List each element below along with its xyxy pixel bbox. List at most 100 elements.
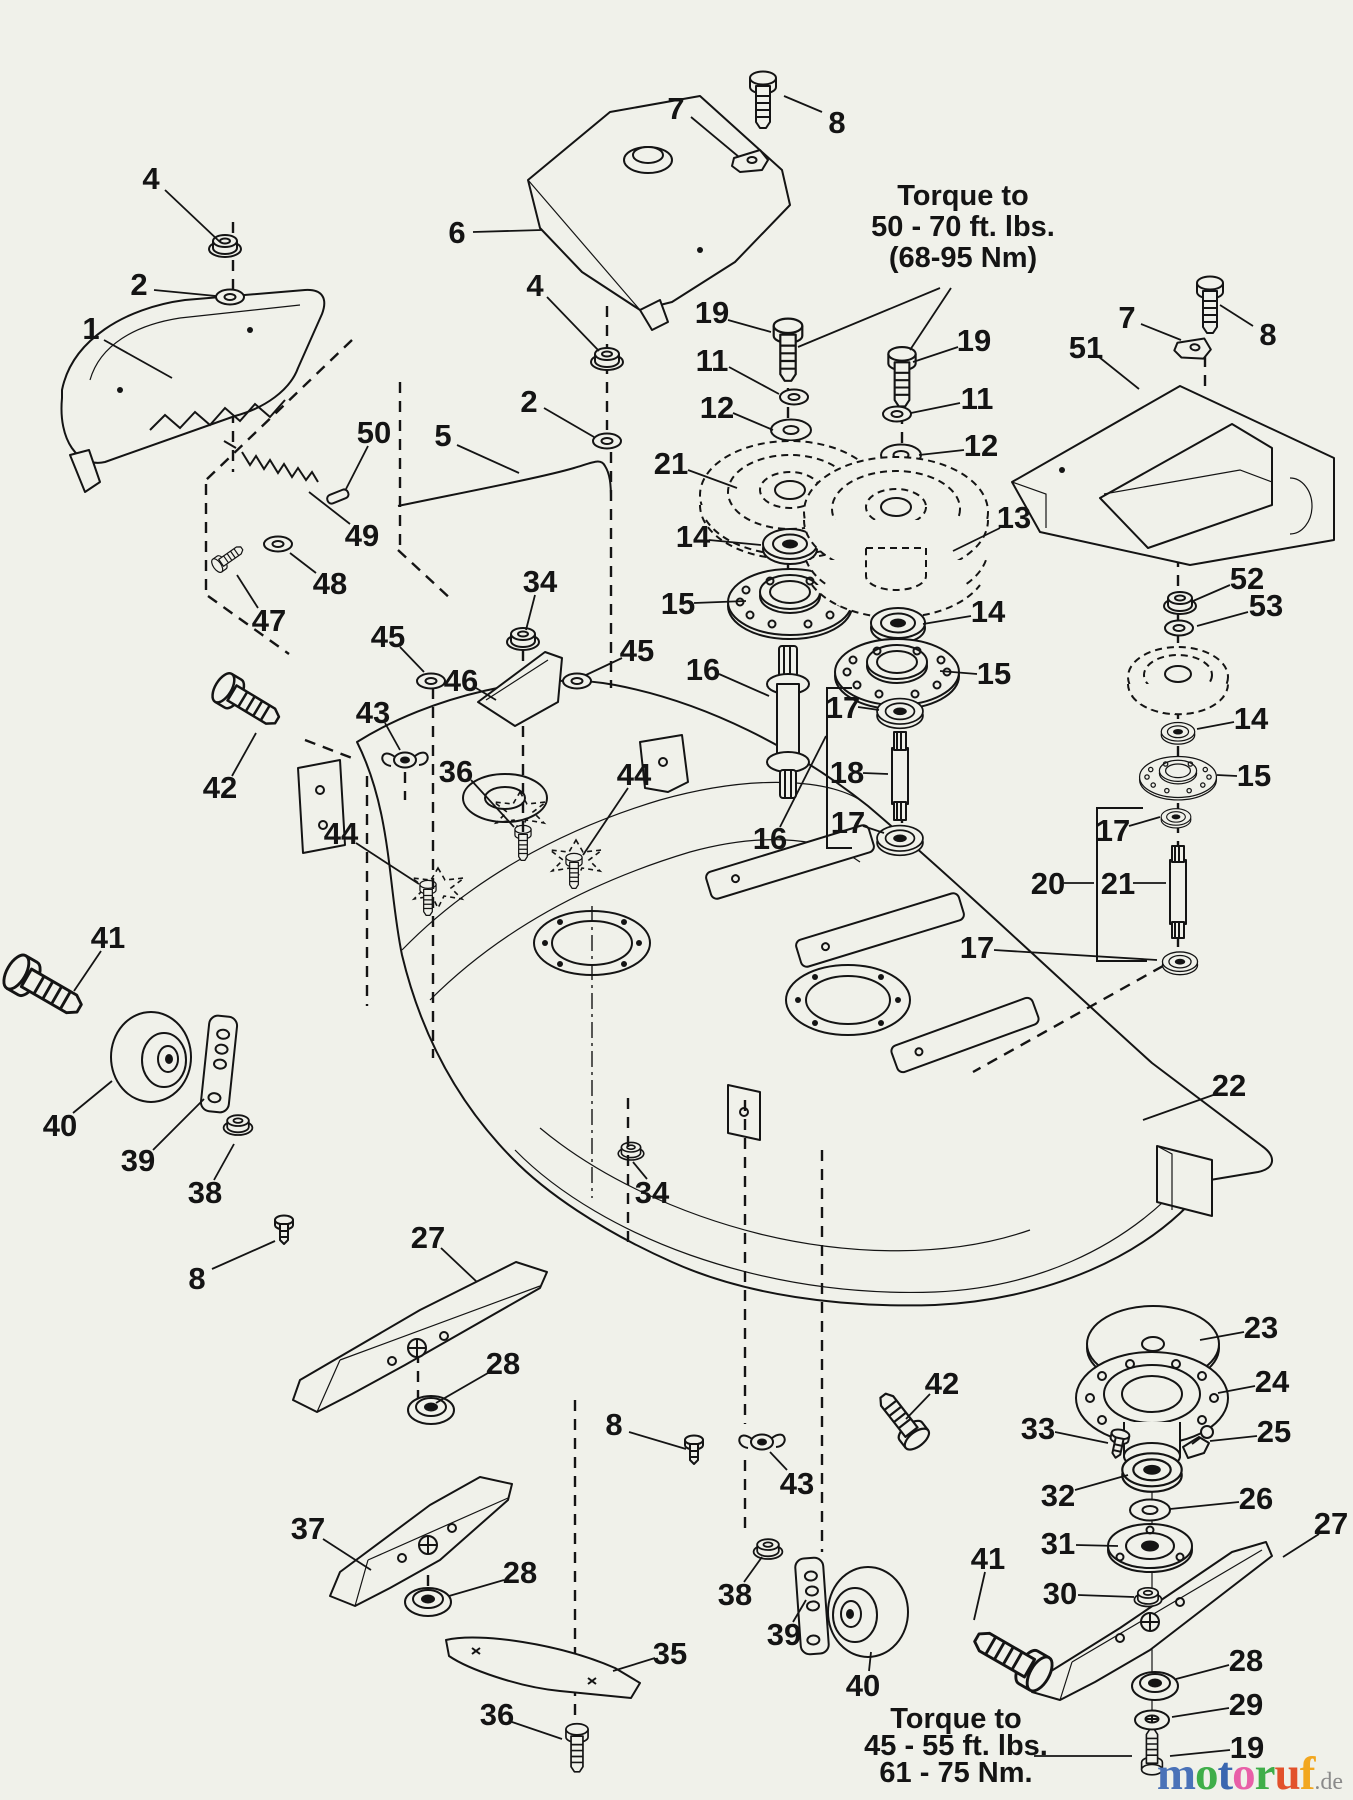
leader-line xyxy=(993,949,1158,961)
part-label-2-1: 2 xyxy=(130,267,147,302)
nut-30 xyxy=(1133,1586,1163,1608)
bearing-14-far-right xyxy=(1160,721,1196,745)
part-label-36-63: 36 xyxy=(480,1697,514,1732)
leader-line xyxy=(868,1651,872,1672)
logo-letter: r xyxy=(1254,1748,1276,1800)
part-label-17-46: 17 xyxy=(1096,813,1130,848)
part-label-27-57: 27 xyxy=(411,1220,445,1255)
leader-line xyxy=(470,779,515,828)
part-label-13-32: 13 xyxy=(997,500,1031,535)
spring-49 xyxy=(223,440,319,483)
part-label-21-16: 21 xyxy=(654,446,688,481)
bolt-19-left xyxy=(772,317,804,382)
deflector-1 xyxy=(60,288,326,493)
leader-line xyxy=(1128,816,1161,827)
torque-top-line-2: (68-95 Nm) xyxy=(889,242,1037,274)
part-label-32-74: 32 xyxy=(1041,1478,1075,1513)
leader-line xyxy=(211,1240,276,1270)
locknut-11-left xyxy=(779,388,809,406)
leader-line xyxy=(728,366,780,395)
washer-45-left xyxy=(416,672,446,690)
bolt-19-right xyxy=(887,346,917,408)
leader-line xyxy=(1216,774,1238,777)
logo-letter: o xyxy=(1232,1748,1255,1800)
part-label-38-64: 38 xyxy=(718,1577,752,1612)
leader-line xyxy=(1054,1431,1109,1444)
leader-line xyxy=(355,842,420,885)
part-label-42-68: 42 xyxy=(925,1366,959,1401)
bolt-47 xyxy=(208,541,247,575)
nut-52 xyxy=(1163,591,1197,615)
part-label-12-15: 12 xyxy=(700,390,734,425)
part-label-48-5: 48 xyxy=(313,566,347,601)
part-label-46-23: 46 xyxy=(444,663,478,698)
part-label-45-22: 45 xyxy=(620,633,654,668)
leader-line xyxy=(1169,1749,1231,1757)
spacer-12-left xyxy=(770,418,812,442)
part-label-17-37: 17 xyxy=(831,805,865,840)
leader-line xyxy=(472,229,543,233)
part-label-19-29: 19 xyxy=(957,323,991,358)
wingnut-43-top xyxy=(381,751,429,769)
leader-line xyxy=(448,1579,505,1597)
part-label-14-33: 14 xyxy=(971,594,1006,629)
leader-line xyxy=(1171,1707,1230,1718)
leader-line xyxy=(690,116,740,158)
logo-letter: t xyxy=(1217,1748,1234,1800)
torque-top-line-1: 50 - 70 ft. lbs. xyxy=(871,211,1055,243)
logo-letter: f xyxy=(1299,1748,1316,1800)
part-label-15-45: 15 xyxy=(1237,758,1271,793)
blade-27-lower xyxy=(1031,1541,1273,1701)
bracket-20-assembly xyxy=(1096,807,1147,962)
part-label-34-20: 34 xyxy=(523,564,558,599)
hub-31 xyxy=(1107,1523,1193,1573)
leader-line xyxy=(1219,304,1254,327)
leader-line xyxy=(693,600,747,604)
bearing-17-lower xyxy=(876,824,924,857)
nut-4-mid xyxy=(590,347,624,371)
part-label-39-65: 39 xyxy=(767,1617,801,1652)
leader-line xyxy=(435,1372,489,1404)
part-label-4-0: 4 xyxy=(142,161,160,196)
jackshaft-18 xyxy=(891,731,909,821)
torque-bottom-line-2: 61 - 75 Nm. xyxy=(879,1757,1032,1789)
washer-2-mid xyxy=(592,432,622,450)
nut-38-left xyxy=(222,1114,254,1136)
leader-line xyxy=(475,687,497,701)
part-label-14-44: 14 xyxy=(1234,701,1269,736)
part-label-40-53: 40 xyxy=(43,1108,77,1143)
motoruf-logo[interactable]: motoruf.de xyxy=(1157,1751,1343,1798)
bolt-8-top xyxy=(749,70,777,129)
leader-line xyxy=(231,732,257,777)
leader-line xyxy=(769,1451,788,1471)
leader-line xyxy=(236,574,259,609)
washer-2-left xyxy=(215,288,245,306)
leader-line xyxy=(213,1143,235,1181)
logo-tld: .de xyxy=(1314,1769,1343,1795)
strap-39-left xyxy=(199,1013,239,1115)
part-label-53-43: 53 xyxy=(1249,588,1283,623)
part-label-41-52: 41 xyxy=(91,920,125,955)
part-label-23-70: 23 xyxy=(1244,1310,1278,1345)
torque-bottom-line-0: Torque to xyxy=(890,1703,1022,1735)
part-label-7-8: 7 xyxy=(667,91,684,126)
leader-line xyxy=(456,444,520,474)
bolt-36-bottom xyxy=(565,1722,589,1773)
leader-line xyxy=(1074,1474,1129,1491)
leader-line xyxy=(952,527,1001,552)
part-label-24-71: 24 xyxy=(1255,1364,1290,1399)
leader-lines xyxy=(72,95,1320,1757)
spindle-housing-15-far-right xyxy=(1138,755,1218,801)
leader-line xyxy=(708,539,762,546)
part-label-14-17: 14 xyxy=(676,519,711,554)
leader-line xyxy=(862,825,885,834)
part-label-44-28: 44 xyxy=(617,757,652,792)
part-label-25-73: 25 xyxy=(1257,1414,1291,1449)
leader-line xyxy=(1282,1533,1320,1558)
part-label-12-31: 12 xyxy=(964,428,998,463)
leader-line xyxy=(543,407,595,438)
screw-8-left xyxy=(274,1214,294,1245)
part-label-5-12: 5 xyxy=(434,418,451,453)
